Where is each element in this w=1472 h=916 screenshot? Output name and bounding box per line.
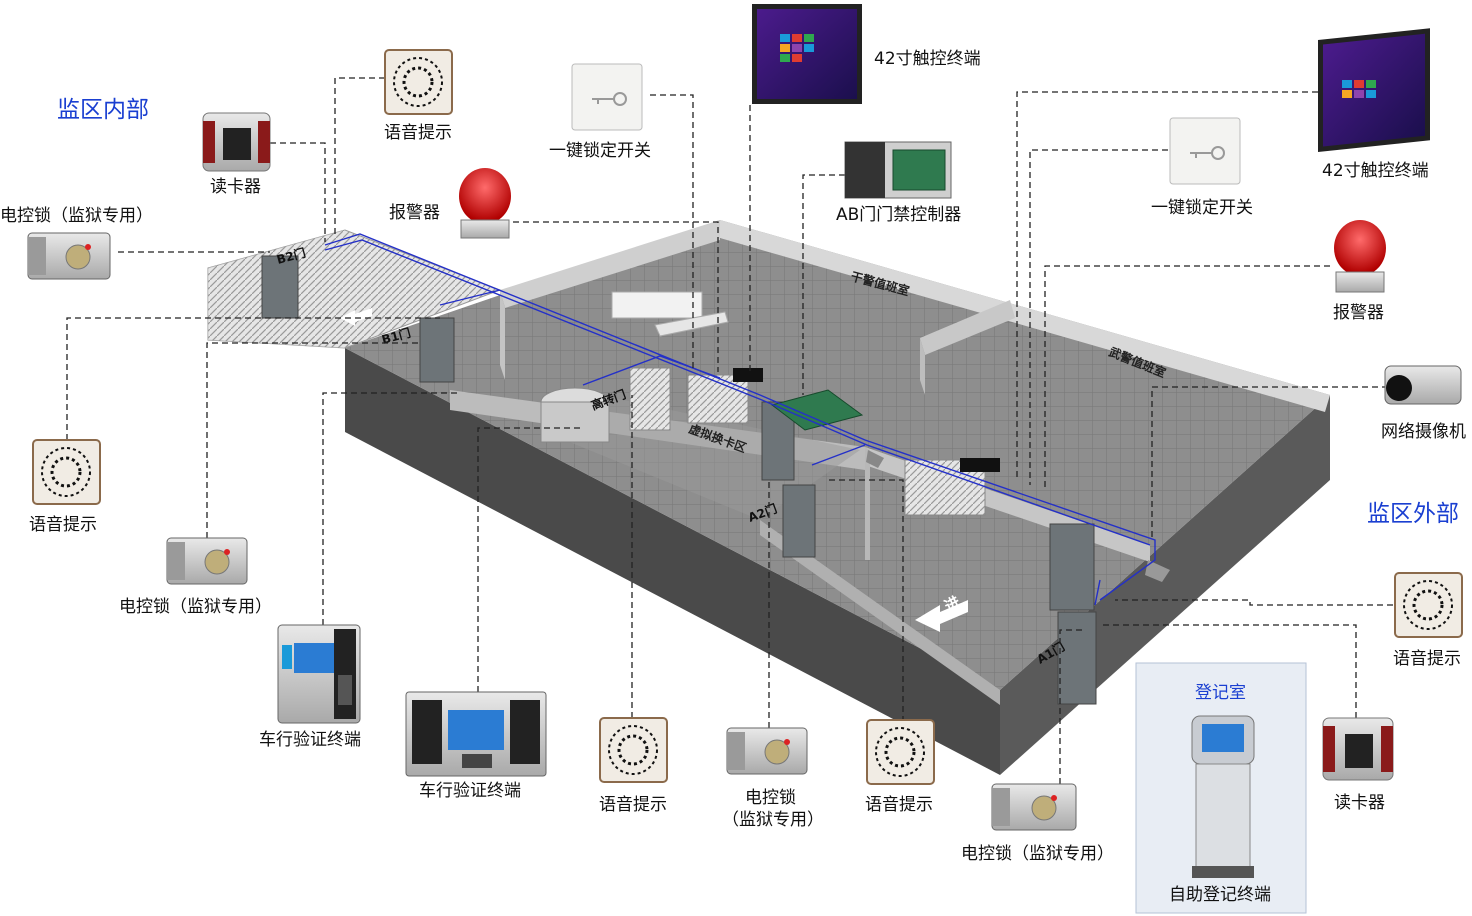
voice-prompt-right — [1394, 572, 1463, 638]
label-voice-left: 语音提示 — [29, 515, 97, 535]
label-lock-bottom-1: 电控锁 — [745, 788, 796, 808]
lock-icon — [1031, 795, 1057, 821]
label-kiosk: 自助登记终端 — [1169, 885, 1271, 905]
label-voice-right: 语音提示 — [1393, 649, 1461, 669]
card-reader-right — [1322, 717, 1394, 781]
lock-icon — [204, 549, 230, 575]
zone-inside-label: 监区内部 — [57, 97, 149, 123]
speaker-icon — [41, 447, 91, 497]
label-registration-room: 登记室 — [1195, 683, 1246, 703]
keypad-icon — [1345, 734, 1373, 768]
label-lock-left-mid: 电控锁（监狱专用） — [119, 597, 272, 617]
label-voice-top: 语音提示 — [384, 123, 452, 143]
beacon-icon — [459, 168, 511, 224]
vehicle-verify-terminal-mid — [405, 691, 547, 777]
touch-terminal-right — [1318, 28, 1430, 152]
vehicle-verify-terminal-left — [277, 624, 361, 724]
entry-label: 进 — [941, 593, 963, 616]
label-lock-left-top: 电控锁（监狱专用） — [0, 206, 153, 226]
screen-icon — [448, 710, 504, 750]
kiosk-icon — [1191, 715, 1255, 878]
alarm-right — [1334, 220, 1386, 293]
label-voice-bottom-2: 语音提示 — [865, 795, 933, 815]
label-touch-right: 42寸触控终端 — [1322, 161, 1429, 181]
speaker-icon — [1403, 580, 1453, 630]
lock-switch-right — [1169, 117, 1241, 185]
electric-lock-left-top — [27, 232, 111, 280]
voice-prompt-bottom-1 — [599, 717, 668, 783]
key-icon — [1190, 146, 1226, 160]
registration-room: 登记室 自助登记终端 — [1135, 662, 1307, 914]
beacon-icon — [1334, 220, 1386, 276]
key-icon — [592, 92, 628, 106]
zone-outside-label: 监区外部 — [1367, 501, 1459, 527]
label-verify-mid: 车行验证终端 — [419, 781, 521, 801]
tiles-icon — [780, 34, 814, 62]
voice-prompt-bottom-2 — [866, 719, 935, 785]
speaker-icon — [393, 57, 443, 107]
camera-icon — [1386, 375, 1412, 401]
lock-icon — [65, 244, 91, 270]
lock-switch-left — [571, 63, 643, 131]
touch-terminal-left — [752, 4, 862, 104]
label-switch-right: 一键锁定开关 — [1151, 198, 1253, 218]
speaker-icon — [875, 727, 925, 777]
label-ab-controller: AB门门禁控制器 — [836, 205, 961, 225]
label-verify-left: 车行验证终端 — [259, 730, 361, 750]
label-alarm-right: 报警器 — [1333, 303, 1384, 323]
cable-route — [324, 233, 1156, 606]
label-reader-right: 读卡器 — [1334, 793, 1385, 813]
label-lock-bottom-right: 电控锁（监狱专用） — [961, 844, 1114, 864]
label-switch-left: 一键锁定开关 — [549, 141, 651, 161]
lock-icon — [764, 739, 790, 765]
electric-lock-bottom-right — [991, 783, 1077, 831]
label-lock-bottom-2: （监狱专用） — [722, 810, 824, 830]
label-reader-top: 读卡器 — [210, 177, 261, 197]
label-camera: 网络摄像机 — [1381, 422, 1466, 442]
voice-prompt-left — [32, 439, 101, 505]
voice-prompt-top — [384, 49, 453, 115]
circuit-board-icon — [892, 149, 946, 191]
electric-lock-left-mid — [166, 537, 248, 585]
tiles-icon — [1342, 80, 1376, 98]
door-b2: B2门 — [275, 245, 307, 267]
ab-door-controller — [844, 141, 952, 199]
screen-icon — [294, 643, 334, 673]
alarm-left — [459, 168, 511, 239]
connector-lines — [66, 77, 1393, 784]
network-camera — [1384, 365, 1462, 405]
label-voice-bottom-1: 语音提示 — [599, 795, 667, 815]
speaker-icon — [608, 725, 658, 775]
label-touch-left: 42寸触控终端 — [874, 49, 981, 69]
door-b1: B1门 — [380, 325, 412, 347]
card-reader-top — [202, 112, 271, 172]
electric-lock-bottom — [726, 727, 808, 775]
label-alarm-left: 报警器 — [389, 203, 440, 223]
keypad-icon — [223, 128, 251, 160]
